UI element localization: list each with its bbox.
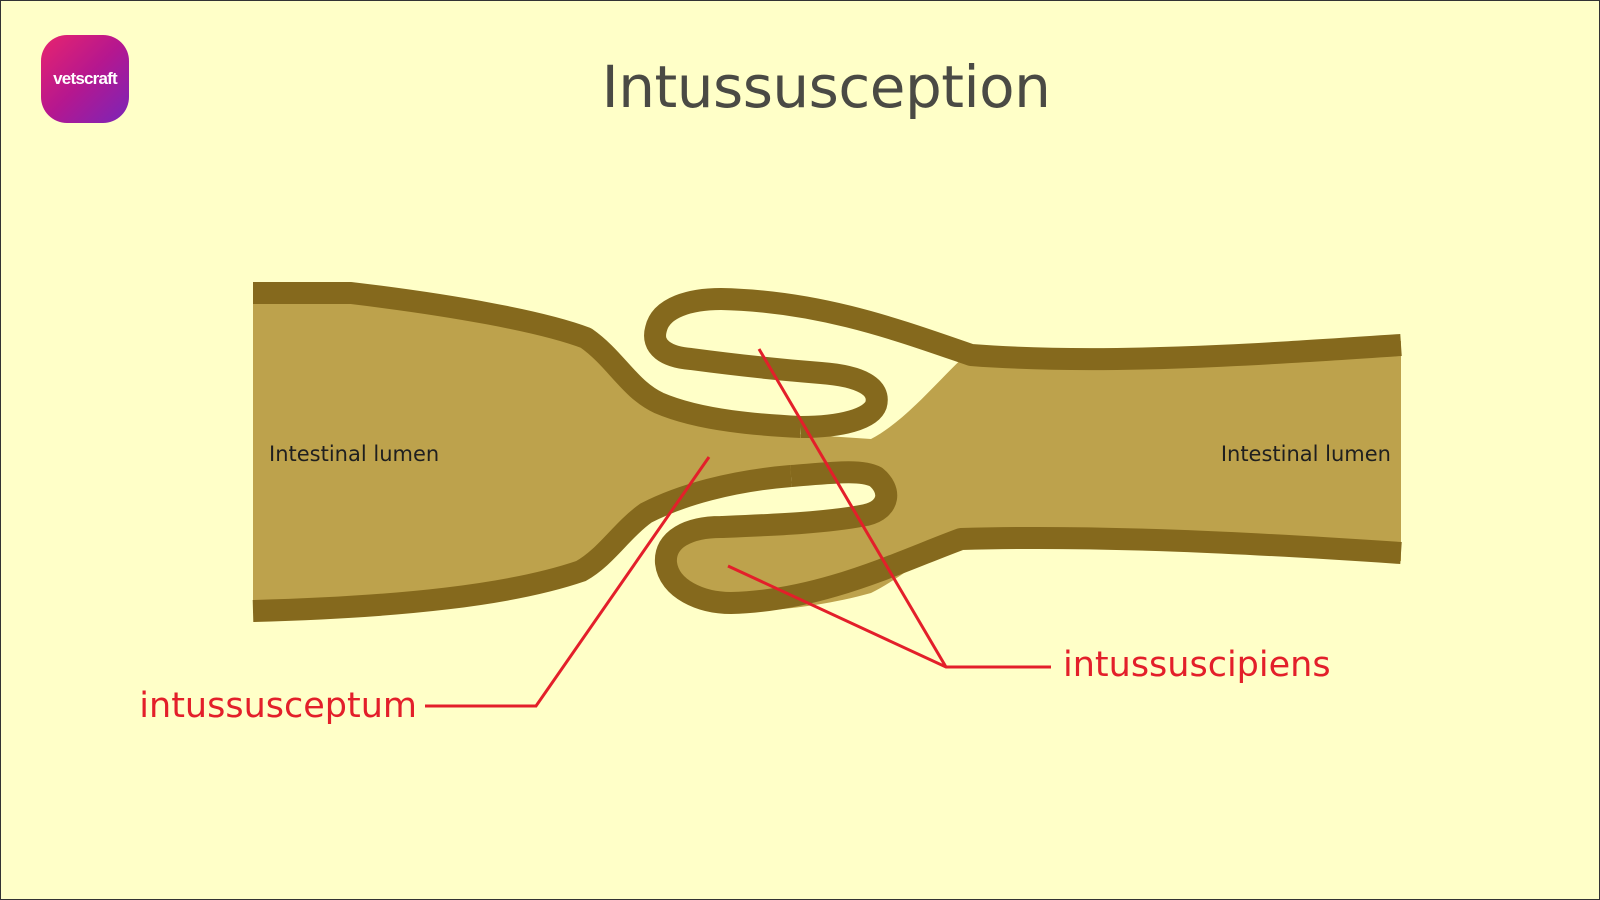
logo-text: vetscraft: [53, 69, 117, 88]
vetscraft-logo: vetscraft: [41, 35, 129, 123]
intussuscipiens-pointer-line-upper: [757, 348, 948, 668]
lumen-label-right: Intestinal lumen: [1221, 442, 1391, 466]
intussusceptum-pointer-line: [425, 456, 711, 708]
left-segment-lumen: [253, 291, 781, 613]
lumen-label-left: Intestinal lumen: [269, 442, 439, 466]
lower-fold-wall: [654, 461, 1402, 614]
left-lower-wall: [252, 465, 792, 622]
upper-fold-wall: [644, 288, 1402, 438]
page-title: Intussusception: [601, 53, 1051, 121]
intussusceptum-label: intussusceptum: [139, 686, 417, 726]
intussuscipiens-pointer-line-lower: [727, 564, 1051, 669]
left-upper-wall: [253, 282, 802, 438]
intussuscipiens-label: intussuscipiens: [1063, 645, 1331, 685]
